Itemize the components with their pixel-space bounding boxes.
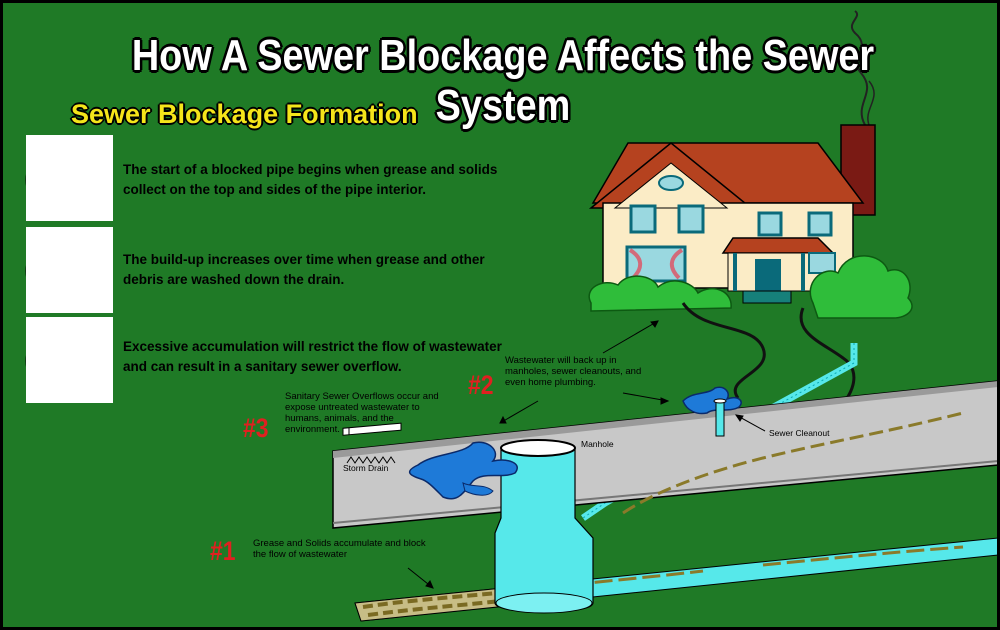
annotation-arrows	[407, 320, 766, 589]
street-overflow-spill	[409, 441, 518, 500]
manhole-shaft	[494, 439, 594, 614]
sewer-cleanout-label: Sewer Cleanout	[769, 428, 830, 438]
section-subtitle: Sewer Blockage Formation	[71, 99, 418, 129]
house	[588, 10, 913, 319]
stage-1-description: The start of a blocked pipe begins when …	[123, 162, 498, 197]
stage-3-image-frame	[26, 317, 113, 403]
storm-drain-grate	[342, 422, 402, 436]
sewer-cleanout-riser	[713, 398, 727, 437]
storm-drain-label: Storm Drain	[343, 463, 389, 473]
cleanout-overflow-spill	[682, 386, 742, 415]
step-3-note: Sanitary Sewer Overflows occur and expos…	[285, 391, 439, 435]
step-1-note: Grease and Solids accumulate and block t…	[253, 538, 426, 560]
sewer-main-pipe	[354, 537, 997, 622]
manhole-label: Manhole	[581, 439, 614, 449]
page-title: How A Sewer Blockage Affects the Sewer S…	[131, 31, 875, 130]
stage-1-image-frame	[26, 135, 113, 221]
stage-2-image-frame	[26, 227, 113, 313]
stage-3-description: Excessive accumulation will restrict the…	[123, 339, 502, 374]
step-2-note: Wastewater will back up in manholes, sew…	[505, 355, 642, 388]
step-2-number: #2	[468, 370, 494, 400]
step-3-number: #3	[243, 413, 269, 443]
step-1-number: #1	[210, 536, 236, 566]
stage-2-description: The build-up increases over time when gr…	[123, 252, 485, 287]
